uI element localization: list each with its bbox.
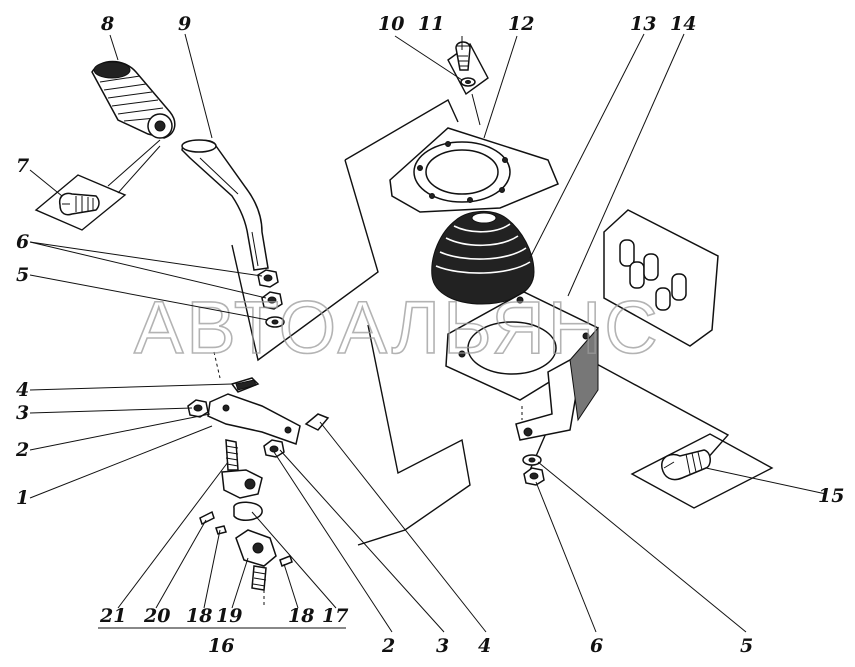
leader-lines xyxy=(29,33,827,633)
screw-inset xyxy=(34,139,161,231)
gear-lever-rod xyxy=(181,139,269,271)
callout-12: 12 xyxy=(508,13,534,35)
callout-20: 20 xyxy=(143,605,170,627)
callout-17: 17 xyxy=(322,605,348,627)
callout-18-a: 18 xyxy=(186,605,212,627)
callout-7: 7 xyxy=(16,155,29,177)
callout-15: 15 xyxy=(818,485,844,507)
nut-washer-stack-right xyxy=(522,454,545,486)
callout-2-left: 2 xyxy=(15,439,29,461)
nut-washer-stack-left xyxy=(257,269,285,328)
screw-washer-inset xyxy=(447,41,489,126)
callout-4-left: 4 xyxy=(16,379,29,401)
callout-9: 9 xyxy=(178,13,191,35)
gear-lever-knob xyxy=(91,60,176,139)
callout-4-bottom: 4 xyxy=(478,635,491,657)
callout-21: 21 xyxy=(99,605,126,627)
callout-8: 8 xyxy=(100,13,114,35)
rubber-boot xyxy=(431,211,535,305)
callout-labels: 8 9 7 6 5 4 3 2 1 10 11 12 13 14 15 21 2… xyxy=(15,13,844,657)
callout-16: 16 xyxy=(208,635,234,657)
callout-3-bottom: 3 xyxy=(436,635,449,657)
callout-19: 19 xyxy=(216,605,242,627)
callout-6-bottom: 6 xyxy=(590,635,603,657)
callout-5-left: 5 xyxy=(16,264,29,286)
dust-cover-plate xyxy=(389,127,559,213)
callout-2-bottom: 2 xyxy=(381,635,395,657)
joint-assembly xyxy=(199,439,293,606)
mounting-bracket xyxy=(445,291,599,441)
callout-3-left: 3 xyxy=(16,402,29,424)
callout-1: 1 xyxy=(16,487,29,509)
watermark-text: АВТОАЛЬЯНС xyxy=(134,286,661,369)
callout-6-left: 6 xyxy=(16,231,29,253)
bolt-inset xyxy=(630,433,774,509)
callout-13: 13 xyxy=(630,13,656,35)
callout-14: 14 xyxy=(670,13,696,35)
callout-11: 11 xyxy=(418,13,444,35)
callout-18-b: 18 xyxy=(288,605,314,627)
lower-lever-assembly xyxy=(187,351,330,458)
callout-5-bottom: 5 xyxy=(740,635,753,657)
callout-10: 10 xyxy=(378,13,404,35)
pedal-panel xyxy=(603,209,719,347)
